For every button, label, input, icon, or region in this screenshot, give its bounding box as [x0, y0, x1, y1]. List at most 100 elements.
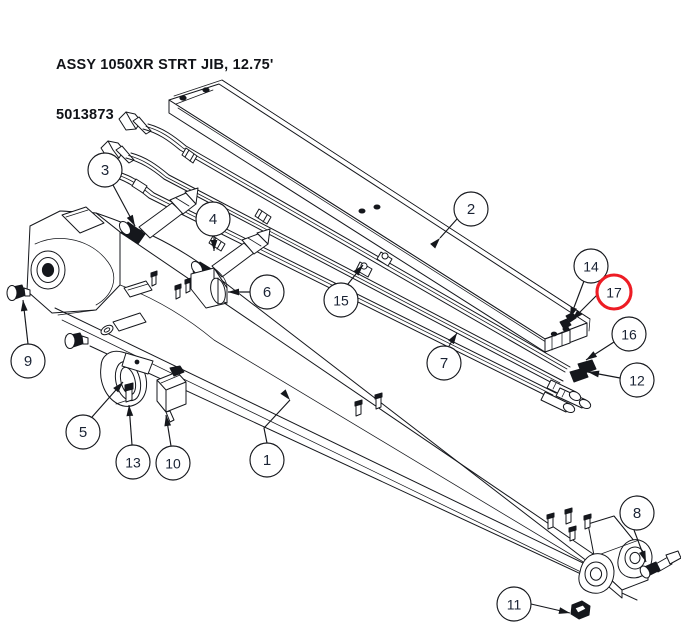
cap-screw [124, 382, 134, 403]
callout-bubble-11[interactable] [496, 586, 532, 622]
boom-fastener-f [583, 513, 592, 530]
drawing-title-block: ASSY 1050XR STRT JIB, 12.75' 5013873 [56, 24, 274, 156]
callout-bubble-2[interactable] [453, 191, 489, 227]
base-fastener-b [174, 283, 182, 300]
callout-number-17: 17 [606, 285, 622, 301]
callout-11[interactable]: 11 [496, 586, 571, 622]
callout-bubble-highlighted-17[interactable] [595, 273, 633, 311]
callout-leader-line-1 [263, 399, 291, 444]
hydraulic-hose-group [100, 111, 571, 399]
callout-number-13: 13 [125, 455, 141, 471]
callout-arrowhead-3 [126, 214, 135, 226]
callout-arrowhead-6 [228, 288, 239, 296]
flat-washer [100, 324, 114, 336]
pivot-pin-upper [118, 187, 199, 245]
callout-number-16: 16 [621, 327, 637, 343]
assembly-part-number: 5013873 [56, 106, 114, 123]
callout-14[interactable]: 14 [569, 248, 609, 319]
callout-number-3: 3 [101, 162, 109, 179]
callout-bubble-9[interactable] [10, 343, 46, 379]
callout-arrowhead-2 [430, 238, 440, 249]
callout-number-2: 2 [467, 201, 475, 218]
hose-coupler-4 [131, 178, 148, 194]
boom-fastener-d [564, 507, 573, 525]
callout-9[interactable]: 9 [10, 299, 46, 379]
hose-coupler-2 [208, 235, 226, 252]
base-fastener-c [184, 277, 192, 294]
callout-number-9: 9 [24, 353, 32, 370]
callout-arrowhead-12 [588, 370, 600, 378]
callout-number-14: 14 [583, 259, 599, 275]
hose-fitting-mid-target [355, 261, 373, 278]
hose-clamp-collar [100, 350, 154, 407]
callout-13[interactable]: 13 [115, 404, 151, 480]
grease-fitting-left-upper [6, 284, 31, 301]
upper-box-beam [168, 79, 591, 353]
callout-bubble-12[interactable] [619, 362, 655, 398]
callout-3[interactable]: 3 [87, 152, 136, 227]
callout-bubble-7[interactable] [426, 345, 462, 381]
callout-15[interactable]: 15 [323, 264, 364, 318]
callout-number-6: 6 [263, 284, 271, 301]
callout-2[interactable]: 2 [430, 191, 489, 249]
callout-arrowhead-7 [448, 333, 457, 345]
end-fastener-group [559, 312, 577, 330]
callout-arrowhead-14 [570, 306, 578, 318]
callout-arrowhead-17 [572, 309, 583, 320]
boom-fastener-b [374, 392, 383, 410]
callout-bubble-6[interactable] [249, 274, 285, 310]
callout-7[interactable]: 7 [426, 332, 462, 381]
callout-leader-line-2 [439, 218, 458, 239]
callout-bubble-8[interactable] [619, 495, 655, 531]
callout-bubble-14[interactable] [573, 248, 609, 284]
callout-5[interactable]: 5 [65, 381, 124, 450]
callout-bubble-10[interactable] [155, 445, 191, 481]
retaining-nut [570, 600, 591, 620]
callout-arrowhead-11 [558, 607, 570, 614]
callout-1[interactable]: 1 [249, 389, 291, 478]
callout-arrowhead-5 [113, 382, 123, 393]
tip-pin [639, 550, 681, 579]
callout-bubble-1[interactable] [249, 442, 285, 478]
callout-bubble-16[interactable] [611, 316, 647, 352]
bushing-sleeve [190, 267, 228, 309]
callout-number-12: 12 [629, 373, 645, 389]
callout-12[interactable]: 12 [587, 362, 655, 398]
callout-arrowhead-8 [638, 550, 646, 562]
callout-arrowhead-4 [210, 240, 218, 251]
callout-number-7: 7 [440, 355, 448, 372]
callout-number-4: 4 [209, 211, 217, 228]
base-fastener-a [150, 270, 158, 287]
callout-16[interactable]: 16 [585, 316, 647, 361]
hose-coupler-3 [254, 208, 272, 225]
callout-arrowhead-13 [126, 405, 134, 417]
callout-10[interactable]: 10 [155, 414, 191, 481]
boom-fastener-a [354, 399, 363, 417]
hose-end-assembly [540, 359, 597, 414]
boom-fastener-c [546, 512, 555, 530]
hose-elbow-fitting-a [118, 111, 152, 135]
hose-fitting-mid-target-2 [376, 251, 393, 267]
callout-bubble-15[interactable] [323, 282, 359, 318]
callout-6[interactable]: 6 [228, 274, 285, 310]
callout-arrowhead-15 [353, 265, 363, 276]
callout-arrowhead-16 [586, 351, 598, 360]
callout-4[interactable]: 4 [195, 201, 231, 251]
callout-bubble-5[interactable] [65, 414, 101, 450]
boom-fastener-e [568, 525, 577, 542]
callout-bubble-4[interactable] [195, 201, 231, 237]
callout-bubble-13[interactable] [115, 444, 151, 480]
callout-arrowhead-1 [280, 389, 290, 400]
callout-bubble-3[interactable] [87, 152, 123, 188]
callout-17[interactable]: 17 [571, 273, 633, 321]
callout-number-1: 1 [263, 452, 271, 469]
grease-fitting-left-lower [64, 332, 89, 349]
callout-arrowhead-9 [20, 300, 28, 312]
callout-number-15: 15 [333, 293, 349, 309]
callout-8[interactable]: 8 [619, 495, 655, 563]
callout-number-10: 10 [165, 456, 181, 472]
callout-number-5: 5 [79, 424, 87, 441]
